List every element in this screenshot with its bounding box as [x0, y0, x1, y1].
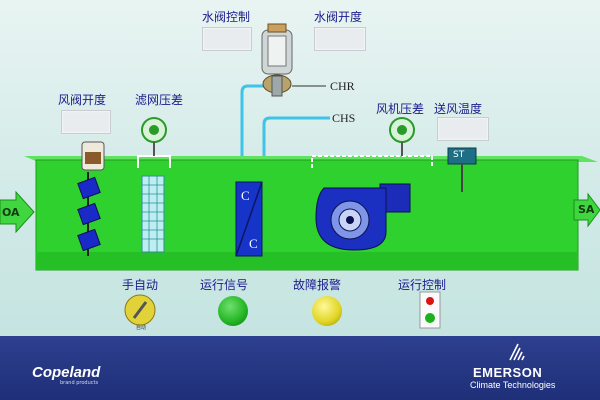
chr-label: CHR [330, 79, 355, 93]
run-signal-label: 运行信号 [200, 278, 249, 292]
st-label: ST [453, 150, 465, 160]
duct-body [35, 159, 579, 271]
damper-blades [77, 172, 101, 256]
run-signal-indicator [218, 296, 248, 326]
fan-dp-sensor[interactable] [389, 117, 415, 156]
footer-bar [0, 336, 600, 400]
oa-arrow [0, 190, 35, 234]
damper-actuator[interactable] [81, 141, 105, 171]
oa-label: OA [2, 206, 20, 219]
ahu-schematic [0, 23, 600, 329]
valve-opening-label: 水阀开度 [314, 10, 363, 24]
damper-opening-value[interactable] [61, 110, 111, 134]
valve-control-label: 水阀控制 [202, 10, 251, 24]
sa-label: SA [578, 203, 595, 216]
cooling-coil [235, 181, 263, 257]
filter-dp-sensor[interactable] [141, 117, 167, 156]
supply-temp-label: 送风温度 [434, 102, 483, 116]
copeland-logo: Copeland [32, 364, 101, 381]
water-valve-actuator[interactable] [261, 23, 293, 97]
supply-temp-sensor[interactable] [447, 147, 477, 192]
run-control-label: 运行控制 [398, 278, 447, 292]
switch-auto-text: 自动 [136, 325, 147, 331]
sa-arrow [573, 192, 600, 228]
fan-dp-label: 风机压差 [376, 102, 425, 116]
fault-alarm-indicator [312, 296, 342, 326]
supply-temp-value[interactable] [437, 117, 489, 141]
water-pipes [240, 84, 330, 156]
hand-auto-switch[interactable] [124, 294, 156, 326]
valve-opening-value[interactable] [314, 27, 366, 51]
damper-opening-label: 风阀开度 [58, 93, 107, 107]
chs-label: CHS [332, 111, 356, 125]
copeland-sub: brand products [60, 380, 99, 386]
filter-dp-label: 滤网压差 [135, 93, 184, 107]
hand-auto-label: 手自动 [122, 278, 159, 292]
run-control-lamp[interactable] [419, 291, 441, 329]
coil-c2-label: C [249, 236, 258, 251]
coil-c1-label: C [241, 188, 250, 203]
emerson-sub: Climate Technologies [470, 380, 556, 390]
valve-control-value[interactable] [202, 27, 252, 51]
filter [141, 175, 165, 253]
emerson-logo: EMERSON [473, 365, 543, 380]
supply-fan [315, 183, 411, 251]
emerson-mark-icon [509, 343, 525, 361]
fault-alarm-label: 故障报警 [293, 278, 342, 292]
